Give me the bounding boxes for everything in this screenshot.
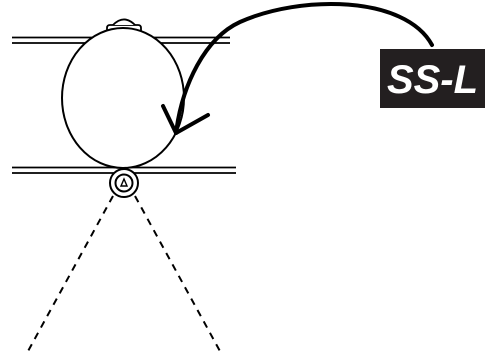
sensor-lens [110,169,138,197]
callout-label: SS-L [380,49,485,108]
detection-cone [27,196,221,353]
callout-label-text: SS-L [387,58,478,102]
round-body [62,28,184,168]
